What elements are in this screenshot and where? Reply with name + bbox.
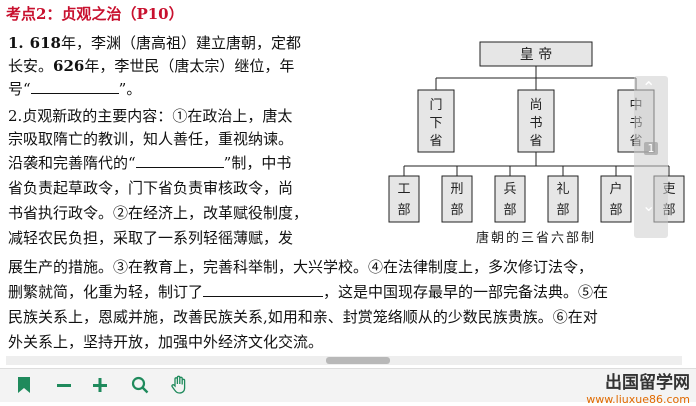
svg-text:省: 省 <box>429 134 442 149</box>
ministry-xing: 刑 部 <box>441 175 473 223</box>
year-626: 626 <box>53 57 85 75</box>
search-icon[interactable] <box>126 373 154 397</box>
watermark-name: 出国留学网 <box>605 373 690 393</box>
site-watermark: 出国留学网 www.liuxue86.com <box>586 368 690 406</box>
p2-line-9a: 民族关系上，恩威并施，改善民族关系 <box>8 308 264 326</box>
svg-text:部: 部 <box>397 203 410 218</box>
viewer-toolbar <box>0 368 696 402</box>
fill-blank-law-code[interactable] <box>203 282 324 297</box>
bookmark-icon[interactable] <box>10 373 38 397</box>
p2-line-8: 删繁就简，化重为轻，制订了 ，这是中国现存最早的一部完备法典。⑤在 <box>8 282 608 302</box>
p1-text-5: ”。 <box>118 80 142 98</box>
p2-line-8b: ，这是中国现存最早的一部完备法典。⑤在 <box>323 283 609 301</box>
paragraph-1-line-3: 号“ ”。 <box>8 79 141 99</box>
svg-text:尚: 尚 <box>529 98 542 113</box>
p2-line-5: 书省执行政令。②在经济上，改革赋役制度， <box>8 204 309 222</box>
emperor-label: 皇 帝 <box>520 47 552 63</box>
p2-line-4: 省负责起草政令，门下省负责审核政令，尚 <box>8 179 294 197</box>
paragraph-1-line-1: 1. 618年，李渊（唐高祖）建立唐朝，定都 <box>8 33 301 53</box>
svg-text:刑: 刑 <box>450 182 463 197</box>
svg-text:户: 户 <box>609 181 622 197</box>
svg-text:部: 部 <box>450 203 463 218</box>
scrollbar-thumb[interactable] <box>326 357 390 364</box>
svg-text:兵: 兵 <box>503 182 516 197</box>
p2-line-1: 2.贞观新政的主要内容：①在政治上，唐太 <box>8 107 293 125</box>
page-nav-overlay: ⌃ 1 ⌄ <box>634 76 668 238</box>
diagram-caption: 唐朝的三省六部制 <box>476 230 596 246</box>
ministry-bing: 兵 部 <box>494 175 526 223</box>
p1-text-2: 长安。 <box>8 57 54 75</box>
minus-icon[interactable] <box>50 373 78 397</box>
department-menxia: 门 下 省 <box>417 89 455 153</box>
watermark-url: www.liuxue86.com <box>586 393 690 406</box>
p2-line-6: 减轻农民负担，采取了一系列轻徭薄赋，发 <box>8 229 294 247</box>
chevron-up-icon[interactable]: ⌃ <box>642 78 656 97</box>
ministry-li-rites: 礼 部 <box>547 175 579 223</box>
p2-line-9b: ,如用和亲、封赏笼络顺从的少数民族贵族。⑥在对 <box>263 308 598 326</box>
p2-line-10: 外关系上，坚持开放，加强中外经济文化交流。 <box>8 333 324 351</box>
p2-line-9: 民族关系上，恩威并施，改善民族关系,如用和亲、封赏笼络顺从的少数民族贵族。⑥在对 <box>8 307 598 327</box>
p2-line-8a: 删繁就简，化重为轻，制订了 <box>8 283 204 301</box>
p1-text-3: 年，李世民（唐太宗）继位，年 <box>84 57 295 75</box>
fill-blank-era-name[interactable] <box>30 79 119 94</box>
svg-text:下: 下 <box>429 116 442 131</box>
horizontal-scrollbar[interactable] <box>6 356 682 365</box>
ministry-hu: 户 部 <box>600 175 632 223</box>
fill-blank-system[interactable] <box>135 153 224 168</box>
item-number-1: 1. <box>8 34 24 52</box>
p2-line-3: 沿袭和完善隋代的“ ”制，中书 <box>8 153 291 173</box>
plus-icon[interactable] <box>86 373 114 397</box>
paragraph-1-line-2: 长安。626年，李世民（唐太宗）继位，年 <box>8 56 294 76</box>
svg-text:工: 工 <box>397 182 410 197</box>
svg-text:部: 部 <box>556 203 569 218</box>
year-618: 618 <box>29 34 61 52</box>
page-title: 考点2：贞观之治（P10） <box>6 5 184 23</box>
chevron-down-icon[interactable]: ⌄ <box>642 196 656 215</box>
page-number: 1 <box>644 142 658 155</box>
p1-text-4: 号“ <box>8 80 31 98</box>
svg-text:书: 书 <box>529 116 542 131</box>
department-shangshu: 尚 书 省 <box>517 89 555 153</box>
svg-text:礼: 礼 <box>556 181 569 197</box>
p1-text-1: 年，李渊（唐高祖）建立唐朝，定都 <box>60 34 301 52</box>
p2-line-3b: ”制，中书 <box>223 154 292 172</box>
p2-line-3a: 沿袭和完善隋代的“ <box>8 154 136 172</box>
svg-text:省: 省 <box>529 134 542 149</box>
ministry-gong: 工 部 <box>388 175 420 223</box>
hand-icon[interactable] <box>166 373 194 397</box>
svg-text:门: 门 <box>429 98 442 113</box>
svg-text:部: 部 <box>503 203 516 218</box>
p2-line-2: 宗吸取隋亡的教训，知人善任，重视纳谏。 <box>8 130 294 148</box>
svg-text:部: 部 <box>609 203 622 218</box>
p2-line-7: 展生产的措施。③在教育上，完善科举制，大兴学校。④在法律制度上，多次修订法令， <box>8 258 594 276</box>
